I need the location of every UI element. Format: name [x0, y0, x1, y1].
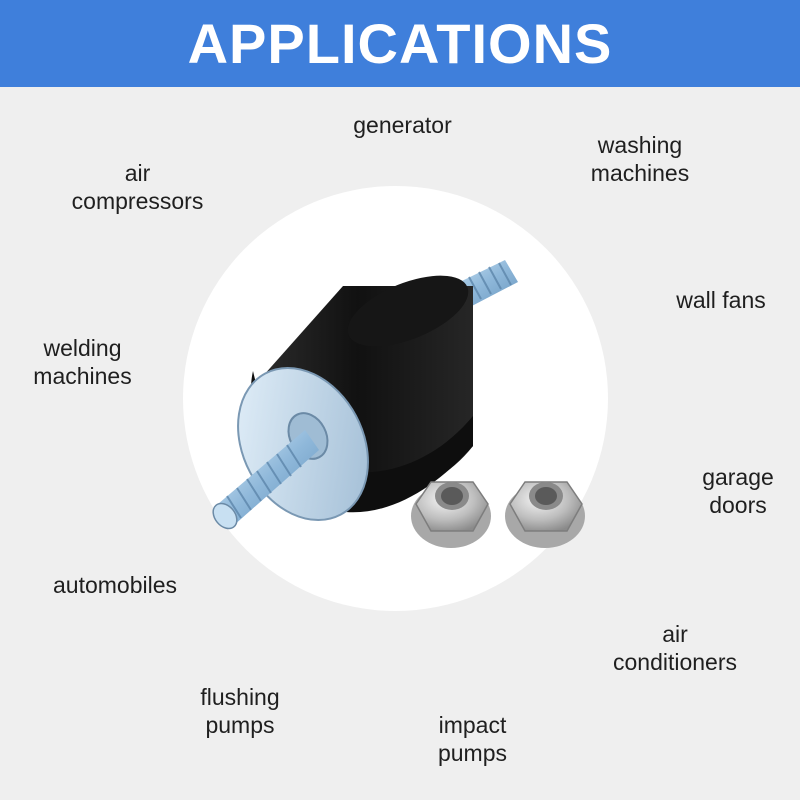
label-automobiles: automobiles [52, 572, 178, 598]
header-banner: APPLICATIONS [0, 0, 800, 87]
page-title: APPLICATIONS [187, 12, 613, 75]
label-welding-machines: welding machines [33, 335, 132, 389]
label-generator: generator [353, 112, 452, 138]
label-wall-fans: wall fans [676, 287, 766, 313]
flange-nut-icon [411, 481, 491, 548]
rubber-mount-icon [212, 260, 585, 548]
label-air-conditioners: air conditioners [612, 621, 738, 675]
lower-stud [212, 430, 319, 530]
label-garage-doors: garage doors [702, 464, 774, 518]
label-washing-machines: washing machines [590, 132, 690, 186]
label-flushing-pumps: flushing pumps [200, 684, 280, 738]
label-air-compressors: air compressors [71, 160, 204, 214]
label-impact-pumps: impact pumps [437, 712, 508, 766]
flange-nut-icon [505, 481, 585, 548]
